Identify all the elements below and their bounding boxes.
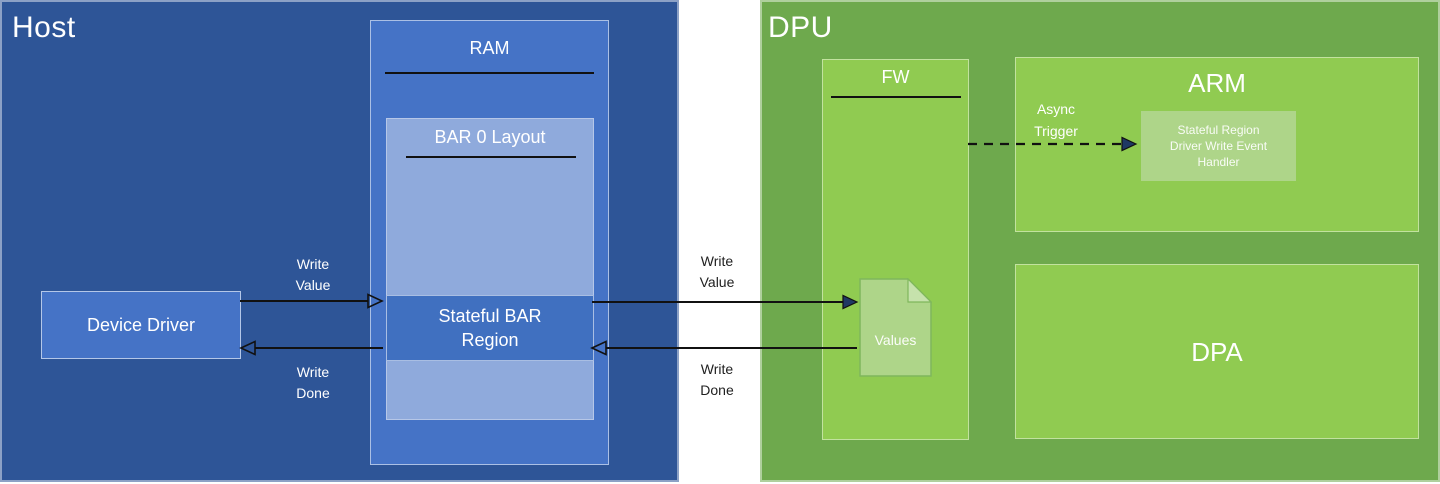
ram-title-underline xyxy=(385,72,594,74)
arm-box: ARM Stateful Region Driver Write Event H… xyxy=(1015,57,1419,232)
async-trigger-label: Async Trigger xyxy=(1034,101,1078,139)
device-driver-label: Device Driver xyxy=(86,315,196,335)
stateful-region-driver-write-event-handler-box: Stateful Region Driver Write Event Handl… xyxy=(1141,111,1296,181)
dpa-title: DPA xyxy=(1191,336,1243,367)
ram-title: RAM xyxy=(469,38,510,58)
bar0-layout-box: BAR 0 Layout Stateful BAR Region xyxy=(386,118,594,420)
values-document-icon: Values xyxy=(859,277,933,377)
fw-box: FW xyxy=(822,59,969,440)
bar0-title: BAR 0 Layout xyxy=(434,127,546,147)
bar0-title-underline xyxy=(406,156,576,158)
stateful-bar-region-box: Stateful BAR Region xyxy=(386,295,594,361)
document-shape-icon xyxy=(859,277,933,377)
dpu-region: DPU FW ARM Stateful Region Driver Write … xyxy=(760,0,1440,482)
host-title: Host xyxy=(12,11,76,44)
host-region: Host RAM BAR 0 Layout Stateful BAR Regio… xyxy=(0,0,679,482)
fw-title-underline xyxy=(831,96,961,98)
ram-box: RAM BAR 0 Layout Stateful BAR Region xyxy=(370,20,609,465)
handler-label: Stateful Region Driver Write Event Handl… xyxy=(1169,123,1268,169)
bus-write-done-label: Write Done xyxy=(700,361,734,398)
dpa-box: DPA xyxy=(1015,264,1419,439)
dpu-title: DPU xyxy=(768,11,833,44)
host-write-done-label: Write Done xyxy=(296,364,330,401)
host-write-value-label: Write Value xyxy=(295,256,331,293)
stateful-bar-region-label: Stateful BAR Region xyxy=(438,306,542,350)
device-driver-box: Device Driver xyxy=(41,291,241,359)
arm-title: ARM xyxy=(1188,68,1246,98)
values-label: Values xyxy=(874,332,917,348)
fw-title: FW xyxy=(881,67,910,87)
bus-write-value-label: Write Value xyxy=(699,253,735,290)
